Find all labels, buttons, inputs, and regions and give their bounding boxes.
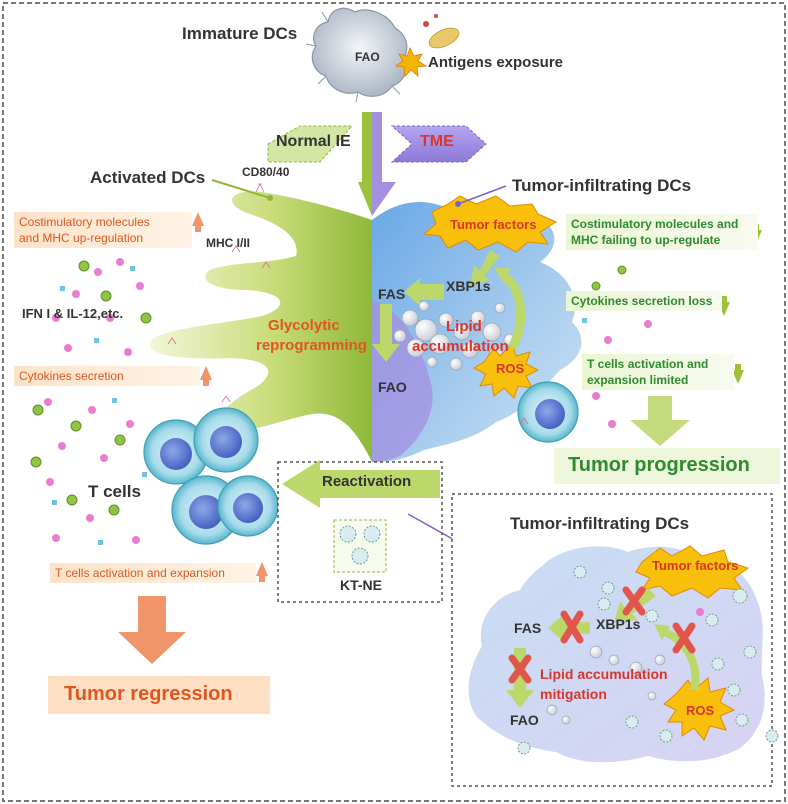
lipid-label-1: Lipid [446, 318, 482, 335]
tumor-infiltrating-dcs-title-2: Tumor-infiltrating DCs [510, 514, 690, 533]
ros-to-xbp1s-arrow [501, 272, 526, 351]
costim-failing-box: Costimulatory molecules and MHC failing … [566, 214, 758, 250]
t-cell-limited-box: T cells activation and expansion limited [582, 354, 734, 390]
immature-dcs-title: Immature DCs [182, 24, 298, 43]
cytokines-secretion-box: Cytokines secretion [14, 366, 200, 386]
t-cells-label: T cells [88, 482, 141, 501]
activated-dc-cell [149, 191, 372, 462]
antigen-burst-icon [394, 47, 428, 77]
mhc-label: MHC I/II [206, 236, 250, 250]
xbp1s-to-fas-arrow [404, 278, 444, 306]
cd80-40-label: CD80/40 [242, 165, 290, 179]
activated-dc-pointer [211, 179, 271, 199]
t-limited-line-2: expansion limited [587, 373, 689, 387]
tumor-regression-bg [48, 676, 270, 714]
t-cell-small [517, 381, 579, 443]
fao-label-top: FAO [355, 50, 380, 64]
regression-arrow [118, 596, 186, 664]
tumor-dc-pointer [457, 185, 507, 205]
ros-to-xbp1s-arrow-2 [662, 628, 700, 691]
t-cell-activation-box: T cells activation and expansion [50, 563, 256, 583]
kt-ne-particles-2 [517, 565, 779, 755]
ros-label: ROS [496, 361, 525, 376]
glycolytic-label-2: reprogramming [256, 337, 367, 354]
antigen-particle-icon [428, 27, 460, 49]
tumor-factors-burst [422, 195, 558, 253]
fao-label-bottom: FAO [510, 712, 539, 728]
normal-ie-banner [267, 125, 354, 163]
block-x-icons [508, 586, 696, 684]
costim-line-2: and MHC up-regulation [19, 231, 144, 245]
progression-arrow [630, 396, 690, 446]
ktne-small-dot [696, 608, 704, 616]
kt-ne-particles [339, 525, 381, 565]
tumor-progression-bg [554, 448, 780, 484]
antigens-exposure-label: Antigens exposure [428, 54, 564, 71]
ros-burst-2 [663, 677, 736, 741]
tumor-factors-to-xbp1s-arrow [470, 250, 500, 286]
fas-label-2: FAS [514, 620, 542, 636]
fas-label: FAS [378, 286, 406, 302]
lipid-mitigation-label-1: Lipid accumulation [540, 666, 668, 682]
down-arrow-purple [372, 112, 396, 216]
glycolytic-label-1: Glycolytic [268, 317, 340, 334]
ifn-label: IFN I & IL-12,etc. [22, 306, 124, 321]
costim-upregulation-box: Costimulatory molecules and MHC up-regul… [14, 212, 192, 248]
tumor-factors-label-2: Tumor factors [652, 558, 739, 573]
cytokines-loss-box: Cytokines secretion loss [566, 291, 722, 311]
tumor-regression-label: Tumor regression [64, 683, 233, 705]
xbp1s-label-2: XBP1s [596, 616, 641, 632]
tme-label: TME [420, 133, 454, 150]
reactivation-arrow [282, 460, 440, 508]
tumor-factors-label: Tumor factors [450, 217, 537, 232]
normal-ie-label: Normal IE [276, 133, 351, 150]
cytokine-dots-right [568, 242, 652, 428]
kt-ne-label: KT-NE [340, 577, 382, 593]
orange-up-arrows [192, 212, 268, 582]
activated-dcs-title: Activated DCs [90, 168, 206, 187]
lipid-droplets-2 [546, 645, 666, 725]
lipid-mitigation-label-2: mitigation [540, 686, 607, 702]
receptor-glyphs [167, 183, 529, 425]
ros-label-2: ROS [686, 703, 715, 718]
tumor-progression-label: Tumor progression [568, 454, 750, 476]
tme-banner [390, 125, 487, 163]
xbp1s-label: XBP1s [446, 278, 491, 294]
fas-to-fao-arrow-2 [506, 648, 534, 708]
reactivation-label: Reactivation [322, 473, 412, 490]
fas-to-fao-arrow [372, 304, 400, 362]
t-cell-cluster [143, 407, 279, 545]
lipid-label-2: accumulation [412, 338, 509, 355]
costim-fail-line-1: Costimulatory molecules and [571, 217, 739, 231]
costim-line-1: Costimulatory molecules [19, 215, 150, 229]
costim-fail-line-2: MHC failing to up-regulate [571, 233, 721, 247]
t-limited-line-1: T cells activation and [587, 357, 709, 371]
fao-label-mid: FAO [378, 379, 407, 395]
tumor-infiltrating-dcs-title: Tumor-infiltrating DCs [512, 176, 692, 195]
